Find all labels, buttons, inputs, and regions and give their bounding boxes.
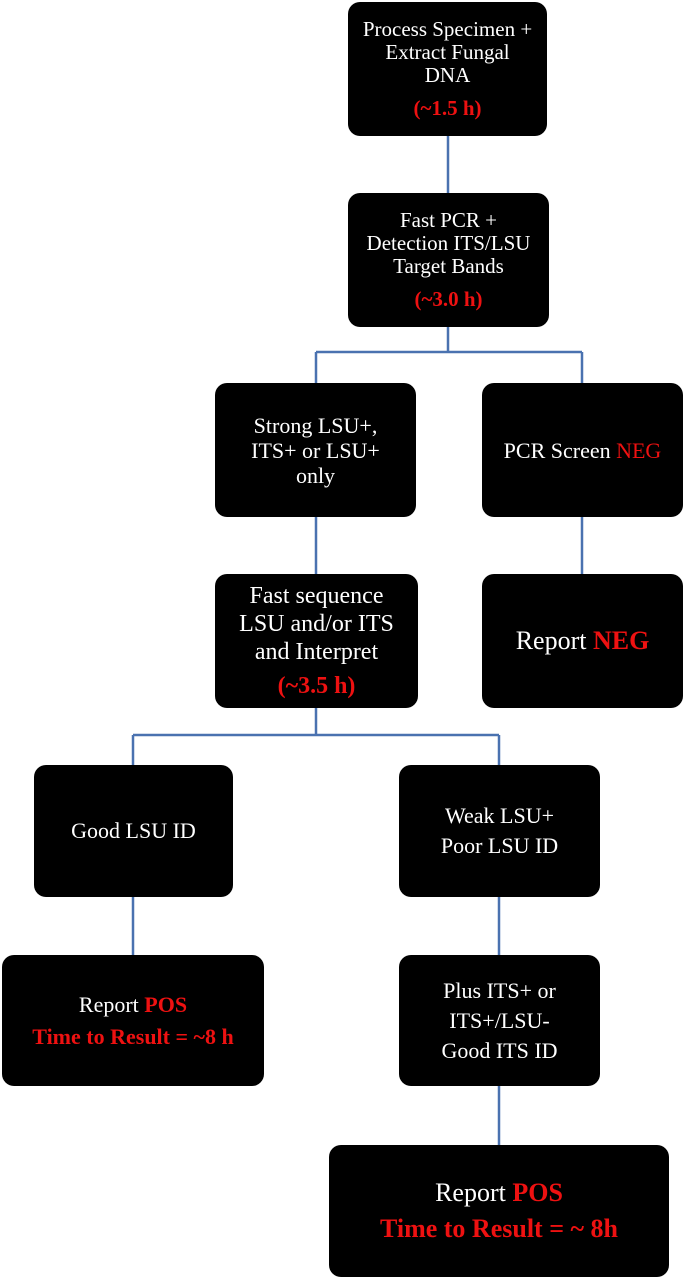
report-pos-right-box: Report POS Time to Result = ~ 8h xyxy=(329,1145,669,1277)
process-time: (~1.5 h) xyxy=(413,96,482,120)
fast-sequence-box: Fast sequence LSU and/or ITS and Interpr… xyxy=(215,574,418,708)
good-lsu-label: Good LSU ID xyxy=(71,818,196,843)
report-pos-left-box: Report POS Time to Result = ~8 h xyxy=(2,955,264,1086)
report-neg-text: Report xyxy=(515,626,593,655)
report-pos-right-label: Report POS xyxy=(435,1175,563,1211)
report-pos-right-result: Time to Result = ~ 8h xyxy=(379,1214,619,1243)
pcr-time: (~3.0 h) xyxy=(414,287,483,311)
report-pos-right-highlight: POS xyxy=(512,1178,563,1207)
plus-its-line-2: ITS+/LSU- xyxy=(449,1007,550,1033)
strong-line-2: ITS+ or LSU+ xyxy=(251,437,380,463)
screen-neg-highlight: NEG xyxy=(616,437,662,463)
process-line-2: Extract Fungal xyxy=(385,40,510,64)
process-specimen-box: Process Specimen + Extract Fungal DNA (~… xyxy=(348,2,547,136)
pcr-line-3: Target Bands xyxy=(393,254,504,278)
weak-lsu-line-2: Poor LSU ID xyxy=(440,833,559,858)
sequence-line-2: LSU and/or ITS xyxy=(239,611,394,637)
sequence-time: (~3.5 h) xyxy=(277,673,356,699)
plus-its-line-3: Good ITS ID xyxy=(441,1037,558,1063)
report-pos-right-text: Report xyxy=(435,1178,513,1207)
pcr-screen-neg-box: PCR Screen NEG xyxy=(482,383,683,517)
process-line-1: Process Specimen + xyxy=(362,17,533,41)
report-pos-left-text: Report xyxy=(78,991,145,1017)
report-neg-label: Report NEG xyxy=(516,626,650,656)
strong-line-1: Strong LSU+, xyxy=(253,412,378,438)
sequence-line-1: Fast sequence xyxy=(249,583,384,609)
report-neg-highlight: NEG xyxy=(592,626,650,655)
strong-lsu-box: Strong LSU+, ITS+ or LSU+ only xyxy=(215,383,416,517)
good-lsu-box: Good LSU ID xyxy=(34,765,233,897)
plus-its-line-1: Plus ITS+ or xyxy=(443,977,556,1003)
strong-line-3: only xyxy=(295,462,336,488)
sequence-line-3: and Interpret xyxy=(254,639,379,665)
report-neg-box: Report NEG xyxy=(482,574,683,708)
process-line-3: DNA xyxy=(424,63,471,87)
screen-neg-label: PCR Screen NEG xyxy=(504,438,662,463)
weak-lsu-box: Weak LSU+ Poor LSU ID xyxy=(399,765,600,897)
pcr-line-2: Detection ITS/LSU xyxy=(366,231,531,255)
pcr-line-1: Fast PCR + xyxy=(399,208,498,232)
weak-lsu-line-1: Weak LSU+ xyxy=(444,803,554,828)
screen-neg-text: PCR Screen xyxy=(503,437,617,463)
report-pos-left-highlight: POS xyxy=(144,991,188,1017)
report-pos-left-label: Report POS xyxy=(79,989,187,1021)
report-pos-left-result: Time to Result = ~8 h xyxy=(32,1023,234,1049)
plus-its-box: Plus ITS+ or ITS+/LSU- Good ITS ID xyxy=(399,955,600,1086)
fast-pcr-box: Fast PCR + Detection ITS/LSU Target Band… xyxy=(348,193,549,327)
